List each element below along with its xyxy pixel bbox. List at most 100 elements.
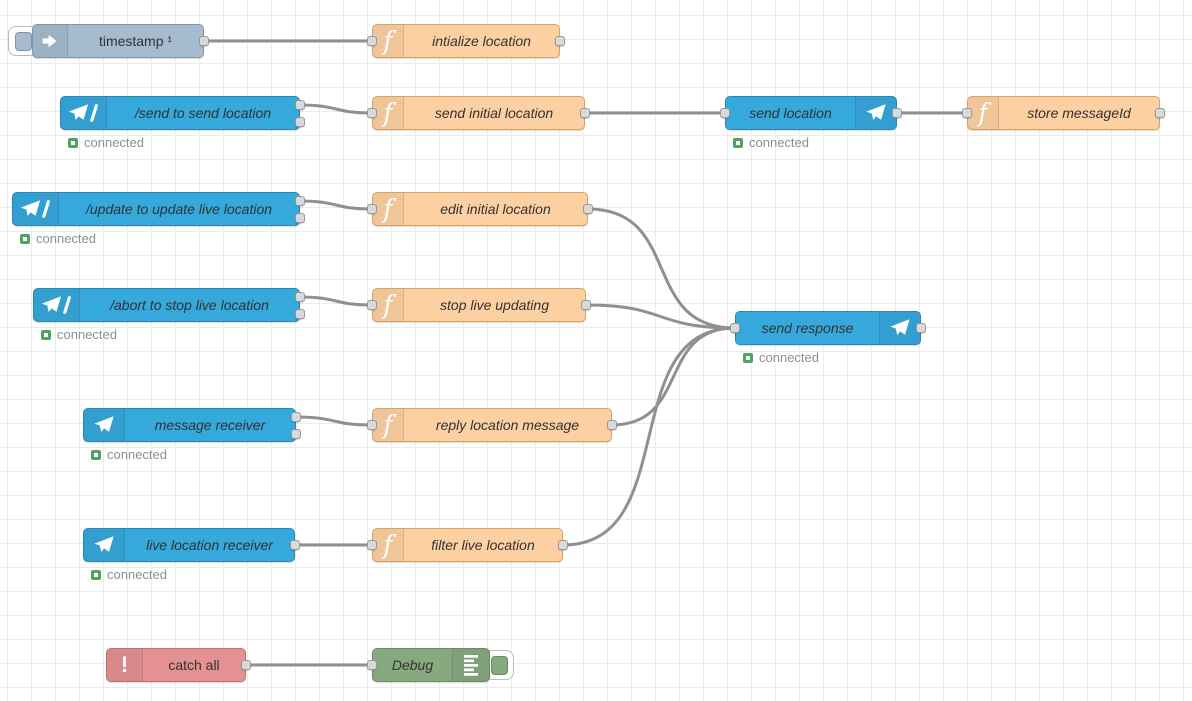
exclamation-icon: ! xyxy=(107,649,143,681)
node-label: send response xyxy=(761,320,854,336)
output-port[interactable] xyxy=(555,36,565,46)
output-port[interactable] xyxy=(580,108,590,118)
status-connected-icon xyxy=(91,569,101,580)
node-tg-message-receiver[interactable]: message receiver xyxy=(83,408,296,442)
wire[interactable] xyxy=(584,303,737,330)
status-connected-icon xyxy=(68,137,78,148)
status-text: connected xyxy=(84,135,144,150)
node-fn-stop-live[interactable]: f stop live updating xyxy=(372,288,586,322)
telegram-command-icon xyxy=(34,289,80,321)
node-fn-store-messageid[interactable]: f store messageId xyxy=(967,96,1160,130)
node-status: connected xyxy=(68,135,144,150)
node-fn-edit-initial[interactable]: f edit initial location xyxy=(372,192,588,226)
node-tg-live-receiver[interactable]: live location receiver xyxy=(83,528,295,562)
node-label: stop live updating xyxy=(440,297,549,313)
node-label: store messageId xyxy=(1027,105,1131,121)
node-label: timestamp ¹ xyxy=(98,33,173,49)
input-port[interactable] xyxy=(367,420,377,430)
output-port[interactable] xyxy=(291,429,301,439)
node-fn-reply-location[interactable]: f reply location message xyxy=(372,408,612,442)
node-label: send initial location xyxy=(434,105,554,121)
input-port[interactable] xyxy=(367,300,377,310)
status-text: connected xyxy=(759,350,819,365)
output-port[interactable] xyxy=(295,213,305,223)
inject-arrow-icon xyxy=(33,25,68,57)
output-port[interactable] xyxy=(295,100,305,110)
status-text: connected xyxy=(36,231,96,246)
input-port[interactable] xyxy=(962,108,972,118)
status-connected-icon xyxy=(20,233,30,244)
function-icon: f xyxy=(373,97,404,129)
status-connected-icon xyxy=(733,137,743,148)
node-tg-send-location[interactable]: send location xyxy=(725,96,897,130)
node-label: reply location message xyxy=(435,417,580,433)
wire[interactable] xyxy=(298,295,374,307)
input-port[interactable] xyxy=(730,323,740,333)
input-port[interactable] xyxy=(367,540,377,550)
node-label: live location receiver xyxy=(146,537,273,553)
output-port[interactable] xyxy=(290,540,300,550)
function-icon: f xyxy=(373,529,404,561)
node-label: /update to update live location xyxy=(85,201,273,217)
output-port[interactable] xyxy=(199,36,209,46)
status-text: connected xyxy=(107,567,167,582)
telegram-plane-icon xyxy=(855,97,896,129)
output-port[interactable] xyxy=(241,660,251,670)
output-port[interactable] xyxy=(607,420,617,430)
output-port[interactable] xyxy=(583,204,593,214)
node-label: filter live location xyxy=(431,537,535,553)
node-debug[interactable]: Debug xyxy=(372,648,490,682)
node-fn-send-initial[interactable]: f send initial location xyxy=(372,96,585,130)
input-port[interactable] xyxy=(367,204,377,214)
telegram-plane-icon xyxy=(879,312,920,344)
wire[interactable] xyxy=(586,207,737,330)
node-fn-filter-live[interactable]: f filter live location xyxy=(372,528,563,562)
node-label: intialize location xyxy=(432,33,531,49)
node-tg-send-cmd[interactable]: /send to send location xyxy=(60,96,300,130)
output-port[interactable] xyxy=(1155,108,1165,118)
status-text: connected xyxy=(107,447,167,462)
node-status: connected xyxy=(20,231,96,246)
output-port[interactable] xyxy=(892,108,902,118)
telegram-command-icon xyxy=(61,97,107,129)
output-port[interactable] xyxy=(916,323,926,333)
node-status: connected xyxy=(41,327,117,342)
output-port[interactable] xyxy=(295,292,305,302)
wire[interactable] xyxy=(294,415,374,427)
status-connected-icon xyxy=(743,352,753,363)
node-status: connected xyxy=(91,447,167,462)
wire[interactable] xyxy=(610,326,737,427)
input-port[interactable] xyxy=(367,36,377,46)
output-port[interactable] xyxy=(295,117,305,127)
output-port[interactable] xyxy=(581,300,591,310)
function-icon: f xyxy=(373,25,404,57)
output-port[interactable] xyxy=(295,309,305,319)
wire[interactable] xyxy=(298,199,374,211)
function-icon: f xyxy=(373,193,404,225)
wire[interactable] xyxy=(561,326,737,547)
node-tg-send-response[interactable]: send response xyxy=(735,311,921,345)
function-icon: f xyxy=(373,289,404,321)
node-inject-timestamp[interactable]: timestamp ¹ xyxy=(32,24,204,58)
button-face xyxy=(14,31,32,51)
node-label: send location xyxy=(749,105,832,121)
node-catch-all[interactable]: !catch all xyxy=(106,648,246,682)
telegram-plane-icon xyxy=(84,409,125,441)
output-port[interactable] xyxy=(291,412,301,422)
output-port[interactable] xyxy=(558,540,568,550)
function-icon: f xyxy=(968,97,999,129)
node-tg-update-cmd[interactable]: /update to update live location xyxy=(12,192,300,226)
wire[interactable] xyxy=(298,103,374,115)
node-fn-initialize[interactable]: f intialize location xyxy=(372,24,560,58)
function-icon: f xyxy=(373,409,404,441)
node-label: Debug xyxy=(391,657,434,673)
input-port[interactable] xyxy=(367,108,377,118)
input-port[interactable] xyxy=(720,108,730,118)
output-port[interactable] xyxy=(295,196,305,206)
node-status: connected xyxy=(743,350,819,365)
telegram-command-icon xyxy=(13,193,59,225)
node-label: edit initial location xyxy=(440,201,551,217)
input-port[interactable] xyxy=(367,660,377,670)
node-tg-abort-cmd[interactable]: /abort to stop live location xyxy=(33,288,300,322)
